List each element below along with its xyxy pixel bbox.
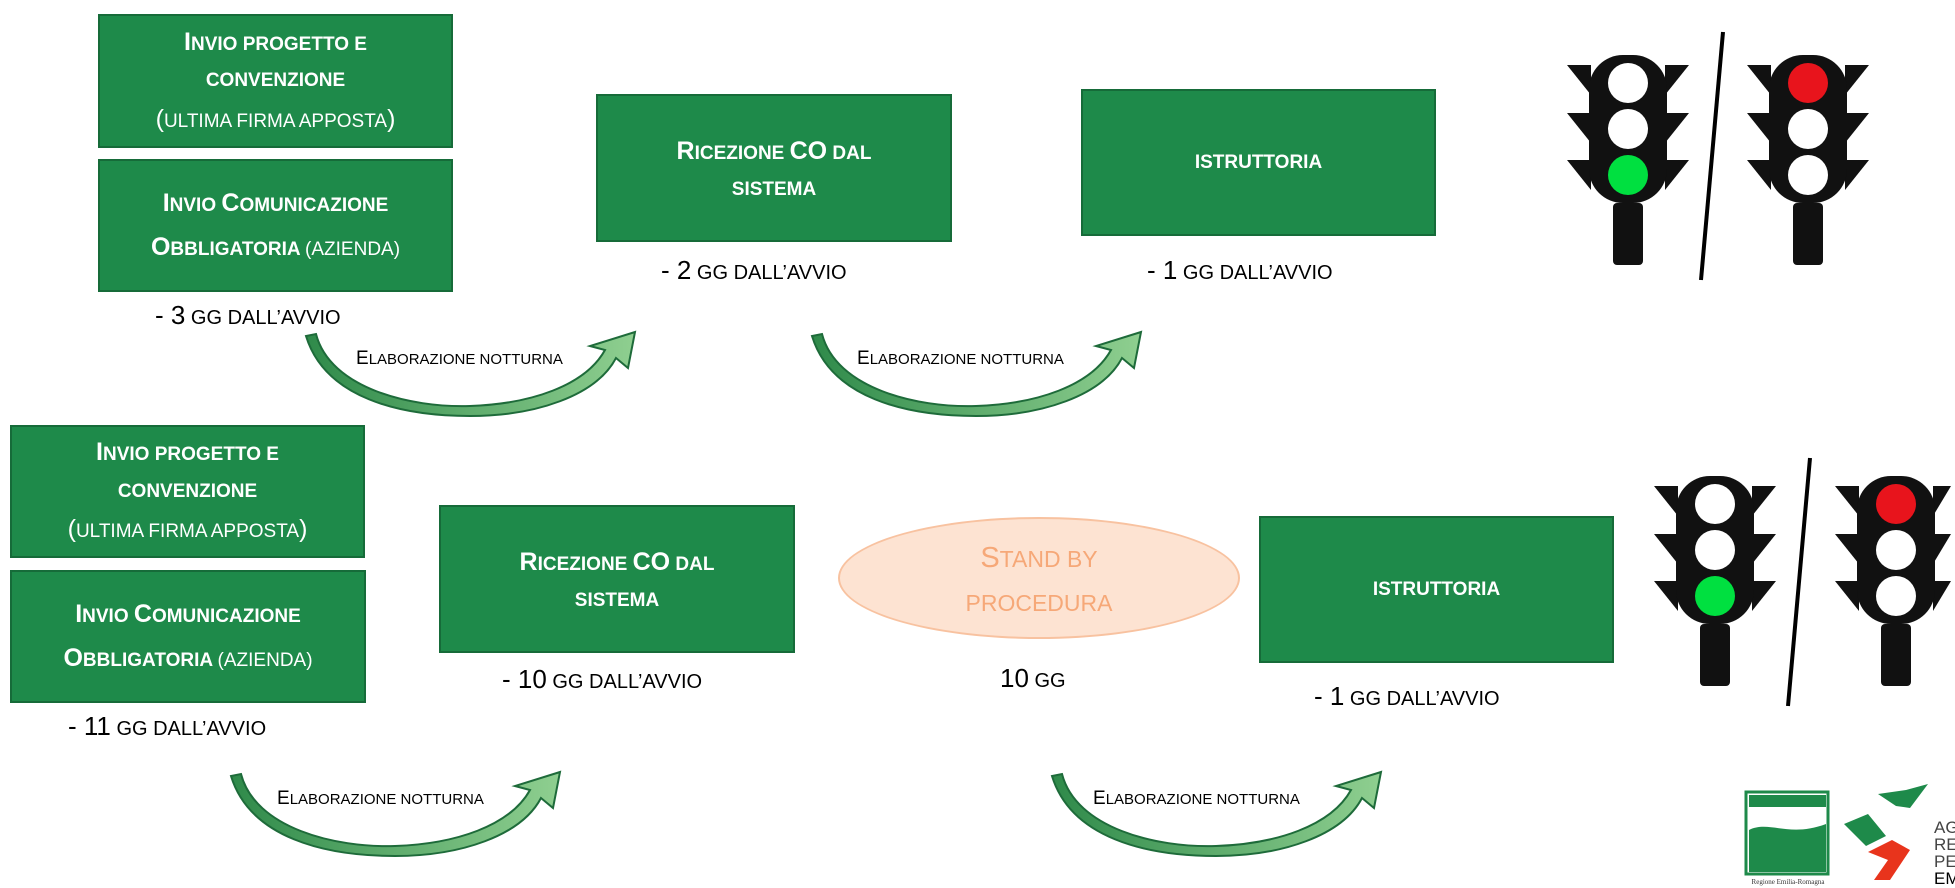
traffic-light-red-icon [1835, 476, 1951, 686]
note-days-1-left: - 3 gg dall’avvio [155, 300, 341, 330]
divider-slash [1786, 457, 1812, 707]
standby-ellipse: Stand by procedura [838, 517, 1240, 639]
divider-slash [1699, 31, 1725, 281]
logo-caption: Regione Emilia-Romagna [1752, 878, 1826, 886]
box-invio-co-2: Invio Comunicazione Obbligatoria (aziend… [10, 570, 366, 703]
curved-arrow-1b [810, 330, 1143, 418]
traffic-light-red-icon [1747, 55, 1869, 265]
arrow-label-1a: Elaborazione notturna [356, 348, 563, 369]
box-ricezione-2: Ricezione CO dal sistema [439, 505, 795, 653]
box-istruttoria-1: istruttoria [1081, 89, 1436, 236]
arrow-label-2b: Elaborazione notturna [1093, 788, 1300, 809]
note-days-2-left: - 11 gg dall’avvio [68, 711, 267, 741]
arrow-label-1b: Elaborazione notturna [857, 348, 1064, 369]
agency-logo-icon [1844, 784, 1928, 880]
note-days-1-right: - 1 gg dall’avvio [1147, 255, 1333, 285]
note-days-2-mid: - 10 gg dall’avvio [502, 664, 703, 694]
curved-arrow-2a [229, 770, 562, 858]
note-days-2-right: - 1 gg dall’avvio [1314, 681, 1500, 711]
box-istruttoria-2: istruttoria [1259, 516, 1614, 663]
curved-arrow-1a [304, 330, 637, 418]
traffic-light-green-icon [1654, 476, 1776, 686]
agency-logo-text: AGE REG PER EMIL [1934, 818, 1955, 888]
curved-arrow-2b [1050, 770, 1383, 858]
arrow-label-2a: Elaborazione notturna [277, 788, 484, 809]
note-days-1-mid: - 2 gg dall’avvio [661, 255, 847, 285]
traffic-light-green-icon [1567, 55, 1689, 265]
box-invio-co-1: Invio Comunicazione Obbligatoria (aziend… [98, 159, 453, 292]
box-invio-progetto-2: Invio progetto e convenzione (ultima fir… [10, 425, 365, 558]
box-ricezione-1: Ricezione CO dal sistema [596, 94, 952, 242]
note-standby-days: 10 gg [1000, 663, 1066, 693]
box-invio-progetto-1: Invio progetto e convenzione (ultima fir… [98, 14, 453, 148]
regione-emilia-romagna-logo: Regione Emilia-Romagna [1744, 790, 1830, 886]
